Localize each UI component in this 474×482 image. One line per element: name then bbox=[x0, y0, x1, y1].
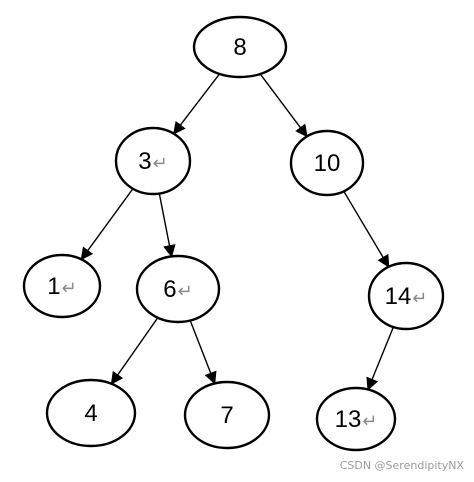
node-label: 6↵ bbox=[163, 276, 192, 303]
node-ellipse bbox=[367, 261, 445, 331]
tree-node-8: 8 bbox=[192, 15, 288, 79]
edge-arrow-8-to-3 bbox=[173, 73, 221, 135]
node-ellipse bbox=[183, 380, 271, 450]
return-mark-icon: ↵ bbox=[62, 278, 77, 298]
tree-node-3: 3↵ bbox=[114, 126, 192, 196]
node-label: 13↵ bbox=[335, 406, 378, 433]
tree-node-14: 14↵ bbox=[367, 261, 445, 331]
node-ellipse bbox=[22, 253, 102, 319]
return-mark-icon: ↵ bbox=[412, 288, 427, 308]
edge-arrow-3-to-1 bbox=[80, 188, 134, 261]
node-label: 14↵ bbox=[385, 283, 428, 310]
tree-node-1: 1↵ bbox=[22, 253, 102, 319]
return-mark-icon: ↵ bbox=[362, 411, 377, 431]
edge-arrow-10-to-14 bbox=[343, 190, 390, 268]
node-ellipse bbox=[114, 126, 192, 196]
watermark-text: CSDN @SerendipityNX bbox=[339, 459, 464, 472]
edge-arrow-6-to-7 bbox=[189, 320, 217, 385]
node-label: 7 bbox=[220, 402, 233, 429]
node-label: 4 bbox=[84, 400, 97, 427]
node-label: 8 bbox=[233, 34, 246, 61]
edges-layer bbox=[80, 73, 395, 391]
node-label: 1↵ bbox=[47, 273, 76, 300]
node-label: 10 bbox=[314, 150, 341, 177]
tree-node-6: 6↵ bbox=[135, 254, 221, 324]
nodes-layer: 8 3↵ 10 1↵ 6↵ 14↵ 4 7 13↵ bbox=[22, 15, 445, 452]
edge-arrow-8-to-10 bbox=[259, 73, 308, 138]
node-label: 3↵ bbox=[138, 148, 167, 175]
node-ellipse bbox=[135, 254, 221, 324]
node-ellipse bbox=[289, 129, 365, 197]
tree-node-4: 4 bbox=[45, 378, 137, 448]
return-mark-icon: ↵ bbox=[178, 281, 193, 301]
tree-node-13: 13↵ bbox=[315, 386, 397, 452]
tree-node-7: 7 bbox=[183, 380, 271, 450]
edge-arrow-3-to-6 bbox=[158, 193, 176, 258]
node-ellipse bbox=[315, 386, 397, 452]
edge-arrow-6-to-4 bbox=[110, 317, 159, 385]
node-ellipse bbox=[192, 15, 288, 79]
return-mark-icon: ↵ bbox=[153, 153, 168, 173]
node-ellipse bbox=[45, 378, 137, 448]
edge-arrow-14-to-13 bbox=[366, 326, 395, 391]
tree-node-10: 10 bbox=[289, 129, 365, 197]
